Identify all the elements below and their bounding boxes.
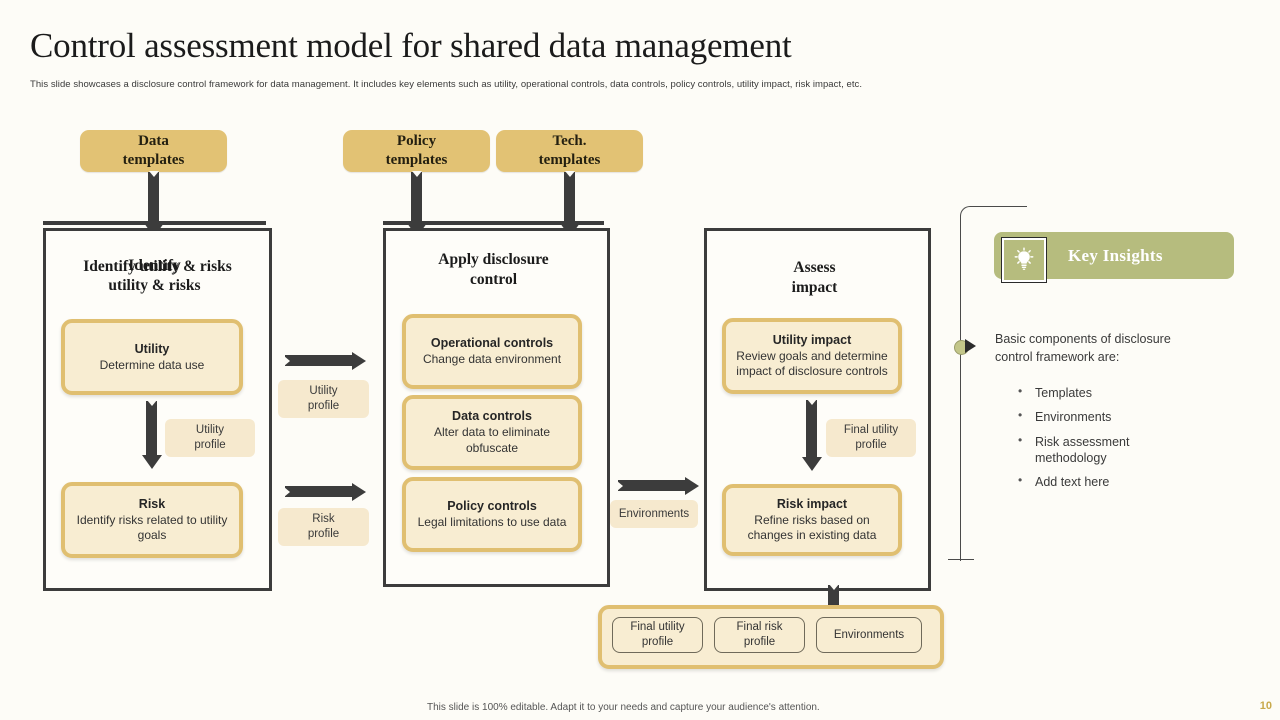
insights-header: Key Insights bbox=[994, 232, 1234, 283]
page-subtitle: This slide showcases a disclosure contro… bbox=[30, 79, 863, 90]
card-body: Review goals and determine impact of dis… bbox=[736, 348, 888, 379]
card-risk-impact[interactable]: Risk impact Refine risks based on change… bbox=[722, 484, 902, 556]
page-title: Control assessment model for shared data… bbox=[30, 26, 792, 65]
template-box-tech[interactable]: Tech. templates bbox=[496, 130, 643, 172]
insights-rail bbox=[960, 206, 1027, 561]
label-final-utility-profile-inner: Final utility profile bbox=[826, 419, 916, 457]
card-body: Change data environment bbox=[422, 352, 562, 367]
chip-final-utility-profile[interactable]: Final utility profile bbox=[612, 617, 703, 653]
arrow-policy-to-apply bbox=[411, 172, 422, 224]
card-policy-controls[interactable]: Policy controls Legal limitations to use… bbox=[402, 477, 582, 552]
template-label: Data templates bbox=[122, 133, 185, 168]
footer-note: This slide is 100% editable. Adapt it to… bbox=[427, 702, 820, 713]
chip-final-risk-profile[interactable]: Final risk profile bbox=[714, 617, 805, 653]
page-number: 10 bbox=[1259, 700, 1272, 712]
arrow-utility-to-risk bbox=[146, 401, 157, 456]
template-box-data[interactable]: Data templates bbox=[80, 130, 227, 172]
stage-title: Identify utility & risks bbox=[83, 258, 232, 275]
insights-lead-text: Basic components of disclosure control f… bbox=[995, 332, 1171, 364]
card-risk[interactable]: Risk Identify risks related to utility g… bbox=[61, 482, 243, 558]
insights-bullet-list: Templates Environments Risk assessment m… bbox=[1018, 384, 1198, 498]
card-heading: Utility impact bbox=[772, 332, 852, 347]
stage-1-title: Identify utility & risks bbox=[108, 257, 201, 294]
card-body: Identify risks related to utility goals bbox=[76, 512, 228, 543]
label-environments: Environments bbox=[610, 500, 698, 528]
card-heading: Utility bbox=[134, 341, 170, 356]
label-risk-profile: Risk profile bbox=[278, 508, 369, 546]
lightbulb-icon bbox=[1001, 237, 1047, 283]
stage-3-title: Assess impact bbox=[791, 259, 838, 296]
connector-rule-stage1 bbox=[43, 221, 266, 225]
card-heading: Risk bbox=[138, 496, 166, 511]
template-label: Tech. templates bbox=[538, 133, 601, 168]
arrow-to-results bbox=[828, 585, 839, 607]
card-body: Legal limitations to use data bbox=[417, 515, 567, 530]
arrow-risk-profile bbox=[285, 486, 353, 497]
arrow-data-to-identify bbox=[148, 172, 159, 224]
card-heading: Risk impact bbox=[776, 496, 848, 511]
insights-heading: Key Insights bbox=[1068, 245, 1163, 265]
card-operational-controls[interactable]: Operational controls Change data environ… bbox=[402, 314, 582, 389]
template-box-policy[interactable]: Policy templates bbox=[343, 130, 490, 172]
connector-rule-stage2 bbox=[383, 221, 604, 225]
template-label: Policy templates bbox=[385, 133, 448, 168]
chip-environments[interactable]: Environments bbox=[816, 617, 922, 653]
stage-2-title: Apply disclosure control bbox=[438, 251, 549, 288]
card-data-controls[interactable]: Data controls Alter data to eliminate ob… bbox=[402, 395, 582, 470]
arrow-tech-to-apply bbox=[564, 172, 575, 224]
list-item: Risk assessment methodology bbox=[1018, 433, 1198, 467]
label-utility-profile-inner: Utility profile bbox=[165, 419, 255, 457]
label-utility-profile: Utility profile bbox=[278, 380, 369, 418]
list-item: Add text here bbox=[1018, 473, 1198, 490]
card-heading: Data controls bbox=[452, 409, 532, 424]
insights-pointer-icon bbox=[965, 339, 976, 353]
card-body: Determine data use bbox=[99, 357, 205, 372]
arrow-utility-impact-to-risk-impact bbox=[806, 400, 817, 458]
list-item: Environments bbox=[1018, 408, 1198, 425]
list-item: Templates bbox=[1018, 384, 1198, 401]
arrow-environments bbox=[618, 480, 686, 491]
card-heading: Operational controls bbox=[430, 336, 554, 351]
card-utility-impact[interactable]: Utility impact Review goals and determin… bbox=[722, 318, 902, 394]
card-utility[interactable]: Utility Determine data use bbox=[61, 319, 243, 395]
card-body: Refine risks based on changes in existin… bbox=[747, 512, 877, 543]
card-heading: Policy controls bbox=[447, 499, 537, 514]
insights-rail-foot bbox=[948, 559, 974, 560]
card-body: Alter data to eliminate obfuscate bbox=[433, 425, 551, 455]
arrow-utility-profile bbox=[285, 355, 353, 366]
